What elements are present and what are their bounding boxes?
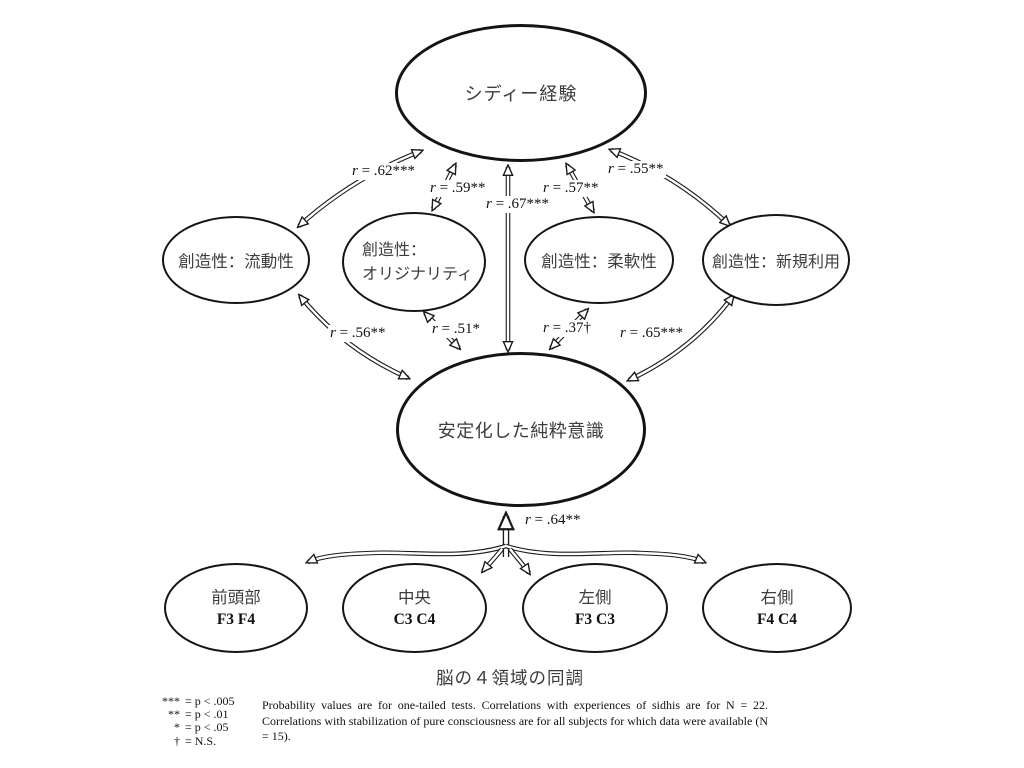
node-label: 創造性：流動性 xyxy=(178,252,294,271)
figure-caption: 脳の４領域の同調 xyxy=(436,669,584,689)
arrow-sidhi-fluency xyxy=(299,148,421,226)
legend-row: † = N.S. xyxy=(152,733,262,748)
correlation-sidhi-originality-label: r = .59** xyxy=(428,180,488,197)
node-region-label: 前頭部 xyxy=(211,587,261,607)
correlation-sidhi-pure-label: r = .67*** xyxy=(484,196,552,213)
correlation-pure-fluency-label: r = .56** xyxy=(328,325,388,342)
arrow-pure-fluency xyxy=(300,296,408,381)
node-label: 安定化した純粋意識 xyxy=(437,420,605,442)
node-creativity-fluency: 創造性：流動性 xyxy=(162,216,310,304)
node-creativity-new-uses: 創造性：新規利用 xyxy=(702,214,850,306)
legend-symbol: † xyxy=(174,733,180,748)
arrow-brain-central xyxy=(483,547,504,571)
significance-legend: *** = p < .005 ** = p < .01 * = p < .05 … xyxy=(152,694,262,748)
correlation-pure-brain-label: r = .64** xyxy=(523,512,583,529)
correlation-pure-flexibility-label: r = .37† xyxy=(541,320,594,337)
arrow-sidhi-newuses xyxy=(611,147,729,225)
legend-text: = p < .005 xyxy=(185,694,235,708)
node-sidhi-experience: シディー経験 xyxy=(395,24,647,162)
note-paragraph: Probability values are for one-tailed te… xyxy=(262,698,768,743)
node-region-label: 右側 xyxy=(760,587,794,607)
node-label: 創造性：新規利用 xyxy=(711,252,840,271)
legend-symbol: ** xyxy=(168,707,180,722)
legend-text: = p < .01 xyxy=(185,707,229,722)
correlation-pure-newuses-label: r = .65*** xyxy=(618,325,686,342)
legend-symbol: * xyxy=(174,720,180,735)
node-label-line1: 創造性： xyxy=(362,240,427,259)
legend-row: * = p < .05 xyxy=(152,721,262,734)
node-electrodes-label: F3 C3 xyxy=(574,610,616,628)
node-electrodes-label: C3 C4 xyxy=(393,610,436,628)
legend-row: ** = p < .01 xyxy=(152,708,262,721)
correlation-pure-originality-label: r = .51* xyxy=(430,321,483,338)
node-creativity-flexibility: 創造性：柔軟性 xyxy=(524,216,674,304)
arrow-brain-frontal xyxy=(308,543,507,565)
node-electrodes-label: F4 C4 xyxy=(756,610,798,628)
arrow-brain-right xyxy=(505,543,704,565)
node-brain-right: 右側 F4 C4 xyxy=(702,563,852,653)
legend-text: = p < .05 xyxy=(185,720,229,735)
arrow-pure-newuses xyxy=(629,296,733,383)
legend-text: = N.S. xyxy=(185,733,217,748)
node-brain-central: 中央 C3 C4 xyxy=(342,563,487,653)
correlation-sidhi-newuses-label: r = .55** xyxy=(606,161,666,178)
node-region-label: 左側 xyxy=(578,587,612,607)
arrow-brain-left xyxy=(508,547,529,573)
node-label: シディー経験 xyxy=(464,84,578,105)
correlation-sidhi-fluency-label: r = .62*** xyxy=(350,163,418,180)
node-stabilized-pure-consciousness: 安定化した純粋意識 xyxy=(396,352,646,507)
node-region-label: 中央 xyxy=(398,587,431,607)
legend-row: *** = p < .005 xyxy=(152,694,262,708)
node-label-line2: オリジナリティ xyxy=(362,264,474,283)
correlation-sidhi-flexibility-label: r = .57** xyxy=(541,180,601,197)
node-brain-frontal: 前頭部 F3 F4 xyxy=(164,563,308,653)
node-brain-left: 左側 F3 C3 xyxy=(522,563,668,653)
legend-symbol: *** xyxy=(162,694,180,708)
node-creativity-originality: 創造性： オリジナリティ xyxy=(342,212,486,312)
node-electrodes-label: F3 F4 xyxy=(216,610,256,628)
node-label: 創造性：柔軟性 xyxy=(541,252,657,271)
